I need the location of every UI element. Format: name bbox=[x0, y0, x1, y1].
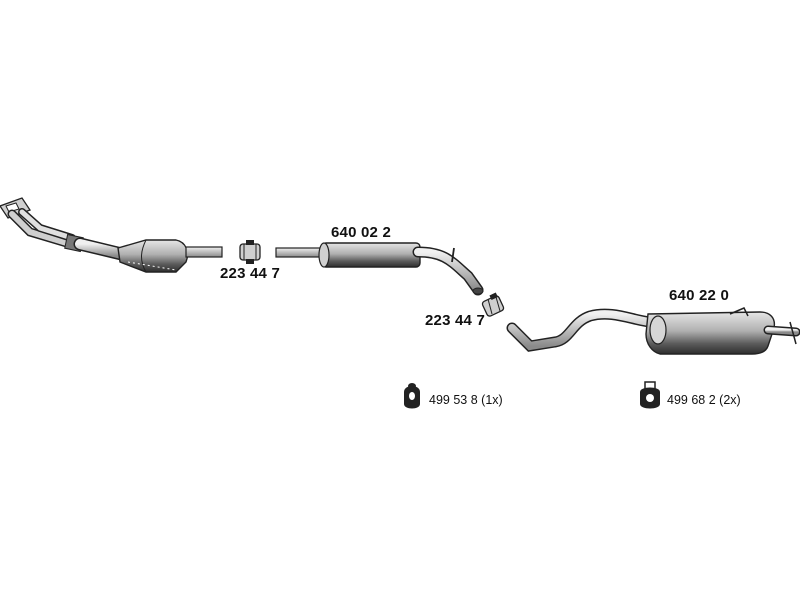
clamp-2-part-number: 223 44 7 bbox=[425, 312, 485, 329]
rubber-mount-1-qty: (1x) bbox=[481, 393, 503, 407]
rubber-mount-2-part-number: 499 68 2 (2x) bbox=[667, 393, 741, 407]
rubber-mount-hanger-icon[interactable] bbox=[640, 381, 660, 409]
front-pipe-catalytic-converter[interactable] bbox=[0, 197, 223, 273]
rubber-mount-2-number: 499 68 2 bbox=[667, 393, 716, 407]
rubber-mount-ring-icon[interactable] bbox=[404, 383, 420, 409]
rubber-mount-1-number: 499 53 8 bbox=[429, 393, 478, 407]
rubber-mount-1-part-number: 499 53 8 (1x) bbox=[429, 393, 503, 407]
clamp-icon[interactable] bbox=[239, 240, 261, 264]
rubber-mount-2-qty: (2x) bbox=[719, 393, 741, 407]
clamp-1-part-number: 223 44 7 bbox=[220, 265, 280, 282]
middle-silencer-part-number: 640 02 2 bbox=[331, 224, 391, 241]
rear-silencer-part-number: 640 22 0 bbox=[669, 287, 729, 304]
middle-silencer[interactable] bbox=[275, 242, 484, 296]
clamp-icon[interactable] bbox=[481, 292, 505, 317]
rear-silencer[interactable] bbox=[506, 307, 800, 355]
